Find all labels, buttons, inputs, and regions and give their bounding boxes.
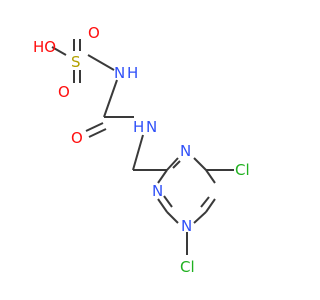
bond-ring-n-right-c3-inner [200,196,210,208]
amide-n-label: N [146,118,157,136]
bond-ring-c1-n-top-inner [172,160,181,169]
carbonyl-o-label: O [71,129,83,147]
chlorine-right-label: Cl [235,161,250,179]
ring-n-top-label: N [180,142,191,160]
molecule-canvas: HO S O O N H O N H N N N Cl Cl [33,24,250,276]
bond-ring-n-right-c3 [205,198,216,213]
bond-ho-s [51,46,67,56]
oxygen-top-label: O [88,24,100,42]
atom-labels: HO S O O N H O N H N N N Cl Cl [33,24,250,276]
sulfonamide-h-label: H [127,64,138,82]
ring-n-left-label: N [152,182,163,200]
chlorine-bottom-label: Cl [180,258,195,276]
bond-ring-n-left-c1 [157,169,168,184]
ring-n-bottom-label: N [181,217,192,235]
bond-n-c [103,79,118,118]
hydroxyl-label: HO [33,38,56,56]
structure-diagram: HO S O O N H O N H N N N Cl Cl [33,24,250,276]
bond-ring-c3-n-bottom [193,211,207,224]
bond-ring-n-bottom-c4 [166,211,179,224]
bond-c-o-2 [88,128,107,138]
bond-ring-c2-n-right [205,169,216,184]
bond-nh-ch2 [132,134,144,171]
bond-s-n [87,54,115,71]
amide-h-label: H [133,118,144,136]
bond-ring-n-top-c2 [193,157,207,171]
sulfur-label: S [71,53,81,71]
bond-ring-c4-n-left-inner [163,195,173,208]
bond-ring-c1-n-top [166,157,179,171]
bond-c-o-1 [85,122,104,132]
oxygen-bottom-label: O [58,83,70,101]
bond-ring-c4-n-left [157,198,168,213]
sulfonamide-n-label: N [114,64,125,82]
bonds [51,39,234,255]
